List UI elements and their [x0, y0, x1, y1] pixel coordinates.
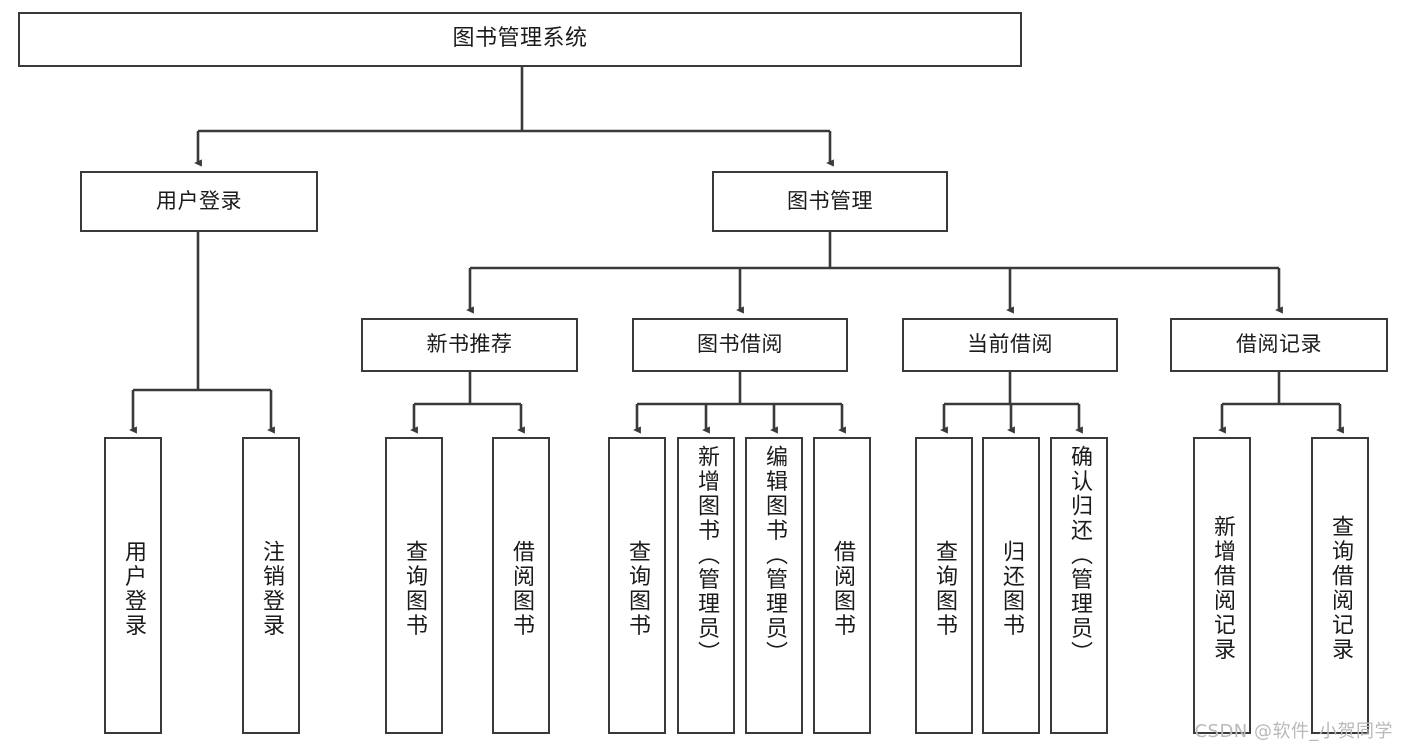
node-label: 新增借阅记录 [1210, 515, 1235, 662]
node-label: 用户登录 [121, 539, 146, 638]
node-leaf-return-books[interactable]: 归还图书 [982, 437, 1040, 734]
node-leaf-borrow-books-borrow[interactable]: 借阅图书 [813, 437, 871, 734]
node-label: 借阅记录 [1236, 332, 1322, 357]
node-leaf-query-books-current[interactable]: 查询图书 [915, 437, 973, 734]
node-new-book-recommendation[interactable]: 新书推荐 [361, 318, 578, 372]
node-book-borrowing[interactable]: 图书借阅 [632, 318, 848, 372]
node-label: 图书管理系统 [452, 26, 588, 52]
node-label: 借阅图书 [830, 539, 855, 638]
node-label: 查询图书 [402, 539, 427, 638]
node-label: 图书借阅 [697, 332, 783, 357]
node-root-library-management-system[interactable]: 图书管理系统 [18, 12, 1022, 67]
node-leaf-user-login[interactable]: 用户登录 [104, 437, 162, 734]
node-leaf-add-book-admin[interactable]: 新增图书（管理员） [677, 437, 735, 734]
node-label: 归还图书 [999, 539, 1024, 638]
node-label: 编辑图书（管理员） [762, 445, 787, 666]
node-label: 确认归还（管理员） [1067, 445, 1092, 666]
node-label: 当前借阅 [967, 332, 1053, 357]
node-leaf-query-books-recommend[interactable]: 查询图书 [385, 437, 443, 734]
node-borrow-records[interactable]: 借阅记录 [1170, 318, 1388, 372]
node-leaf-edit-book-admin[interactable]: 编辑图书（管理员） [745, 437, 803, 734]
node-user-login[interactable]: 用户登录 [80, 171, 318, 232]
node-leaf-borrow-books-recommend[interactable]: 借阅图书 [492, 437, 550, 734]
node-label: 新增图书（管理员） [694, 445, 719, 666]
node-book-management[interactable]: 图书管理 [712, 171, 948, 232]
node-leaf-query-books-borrow[interactable]: 查询图书 [608, 437, 666, 734]
node-leaf-add-borrow-record[interactable]: 新增借阅记录 [1193, 437, 1251, 734]
node-label: 查询借阅记录 [1328, 515, 1353, 662]
node-current-borrowing[interactable]: 当前借阅 [902, 318, 1118, 372]
node-label: 查询图书 [625, 539, 650, 638]
node-label: 用户登录 [156, 188, 242, 213]
node-leaf-logout[interactable]: 注销登录 [242, 437, 300, 734]
node-label: 新书推荐 [426, 332, 513, 357]
node-label: 查询图书 [932, 539, 957, 638]
node-label: 图书管理 [787, 188, 873, 213]
node-leaf-query-borrow-record[interactable]: 查询借阅记录 [1311, 437, 1369, 734]
node-label: 注销登录 [259, 539, 284, 638]
node-leaf-confirm-return-admin[interactable]: 确认归还（管理员） [1050, 437, 1108, 734]
node-label: 借阅图书 [509, 539, 534, 638]
